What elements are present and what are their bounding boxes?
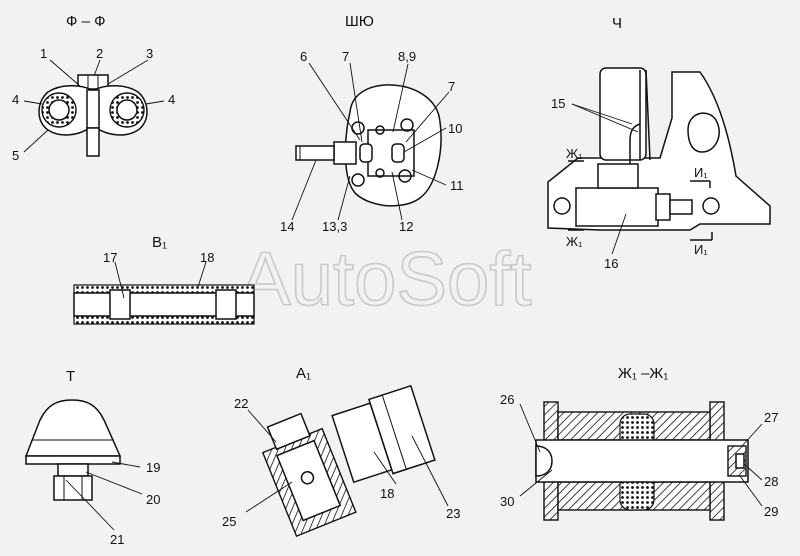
- callout-12: 12: [399, 219, 413, 234]
- title-zh1-zh1: Ж₁ –Ж₁: [618, 365, 668, 382]
- holder-nut: [266, 412, 311, 451]
- callout-19: 19: [146, 460, 160, 475]
- cap-base: [25, 455, 121, 465]
- view-t-cap: Т 19 20 21: [24, 368, 160, 547]
- callout-3: 3: [146, 46, 153, 61]
- cap-dome: [24, 399, 122, 457]
- fitting-nut: [333, 141, 357, 165]
- clamp-bolt-shank: [86, 127, 100, 157]
- horizontal-module: [575, 187, 659, 227]
- connector-block: [367, 129, 415, 177]
- callout-18-bottom: 18: [380, 486, 394, 501]
- callout-21: 21: [110, 532, 124, 547]
- view-ch-frame: Ч Ж₁ Ж₁ И₁ И₁ 15 16: [547, 15, 771, 271]
- callout-30: 30: [500, 494, 514, 509]
- title-t: Т: [66, 368, 75, 385]
- callout-8-9: 8,9: [398, 49, 416, 64]
- clamp-bolt-head: [77, 74, 109, 90]
- callout-14: 14: [280, 219, 294, 234]
- section-mark-zh1-top: Ж₁: [566, 146, 583, 161]
- callout-2: 2: [96, 46, 103, 61]
- callout-20: 20: [146, 492, 160, 507]
- callout-17: 17: [103, 250, 117, 265]
- section-mark-i1-top: И₁: [694, 165, 708, 180]
- callout-26: 26: [500, 392, 514, 407]
- view-zh1-section: Ж₁ –Ж₁ 26 30 27 28 29: [500, 365, 778, 521]
- callout-22: 22: [234, 396, 248, 411]
- mounting-unit: [597, 163, 639, 189]
- callout-27: 27: [764, 410, 778, 425]
- callout-7-right: 7: [448, 79, 455, 94]
- callout-5: 5: [12, 148, 19, 163]
- callout-28: 28: [764, 474, 778, 489]
- section-mark-i1-bottom: И₁: [694, 242, 708, 257]
- callout-6: 6: [300, 49, 307, 64]
- hose-body: [367, 384, 436, 475]
- callout-11: 11: [450, 178, 464, 193]
- callout-13-3: 13,3: [322, 219, 347, 234]
- section-mark-zh1-bottom: Ж₁: [566, 234, 583, 249]
- fitting-tube: [295, 145, 335, 161]
- view-ff-clamp: Ф – Ф 1 2 3 4 4 5: [12, 13, 175, 163]
- title-ff: Ф – Ф: [66, 13, 106, 30]
- callout-1: 1: [40, 46, 47, 61]
- callout-15: 15: [551, 96, 565, 111]
- shaft-head: [535, 445, 553, 477]
- callout-4-right: 4: [168, 92, 175, 107]
- watermark: AutoSoft: [240, 237, 532, 322]
- callout-16: 16: [604, 256, 618, 271]
- callout-4-left: 4: [12, 92, 19, 107]
- title-v1: В₁: [152, 234, 167, 251]
- callout-29: 29: [764, 504, 778, 519]
- view-a1-holder: А₁ 22 25 18 23: [222, 365, 460, 538]
- callout-18-top: 18: [200, 250, 214, 265]
- title-shyu: ШЮ: [345, 13, 374, 30]
- title-ch: Ч: [612, 15, 622, 32]
- callout-7-top: 7: [342, 49, 349, 64]
- axle-shaft: [535, 439, 749, 483]
- callout-23: 23: [446, 506, 460, 521]
- callout-10: 10: [448, 121, 462, 136]
- vertical-module: [599, 67, 647, 161]
- view-v1-tube: В₁ 17 18: [73, 234, 255, 325]
- callout-25: 25: [222, 514, 236, 529]
- title-a1: А₁: [296, 365, 311, 382]
- cap-nut: [53, 475, 93, 501]
- view-shyu-flange: ШЮ 6 7 8,9 7 10 11 12 13,3 14: [280, 13, 464, 234]
